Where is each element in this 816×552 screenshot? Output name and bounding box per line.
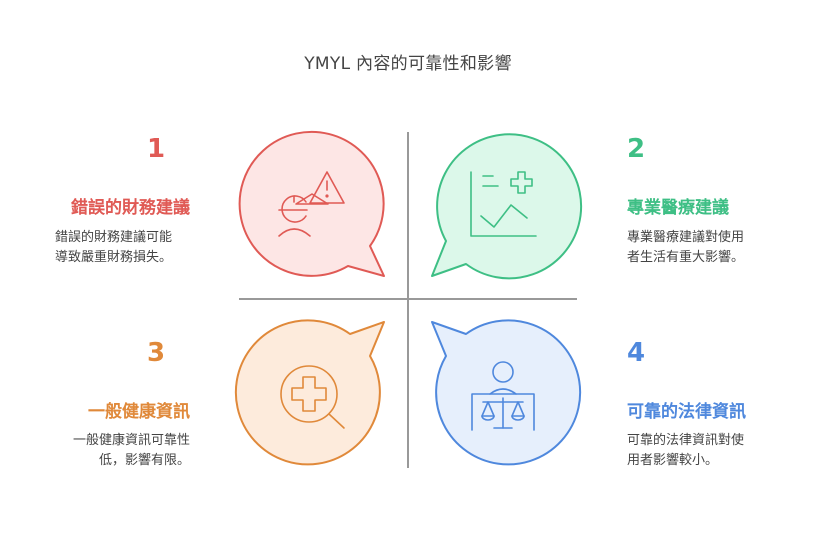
quadrant-1-description: 錯誤的財務建議可能 導致嚴重財務損失。 [55, 230, 173, 265]
bubble-financial [238, 130, 385, 277]
health-search-icon [280, 365, 345, 429]
quadrant-4-description: 可靠的法律資訊對使 用者影響較小。 [627, 433, 745, 468]
bubble-health [234, 319, 385, 466]
quadrant-3-number: 3 [147, 338, 166, 368]
financial-warning-icon [278, 171, 345, 237]
quadrant-4-heading: 可靠的法律資訊 [627, 402, 746, 422]
quadrant-1-heading: 錯誤的財務建議 [71, 198, 190, 218]
quadrant-4-number: 4 [627, 338, 646, 368]
legal-scale-icon [471, 361, 535, 431]
quadrant-2-description: 專業醫療建議對使用 者生活有重大影響。 [627, 230, 745, 265]
quadrant-2-heading: 專業醫療建議 [627, 198, 729, 218]
bubble-medical [431, 133, 583, 280]
medical-chart-icon [470, 171, 537, 237]
quadrant-3-heading: 一般健康資訊 [88, 402, 190, 422]
bubble-legal [431, 319, 582, 466]
quadrant-2-number: 2 [627, 134, 646, 164]
quadrant-1-number: 1 [147, 134, 166, 164]
quadrant-3-description: 一般健康資訊可靠性 低，影響有限。 [72, 433, 190, 468]
diagram-title: YMYL 內容的可靠性和影響 [304, 54, 512, 74]
